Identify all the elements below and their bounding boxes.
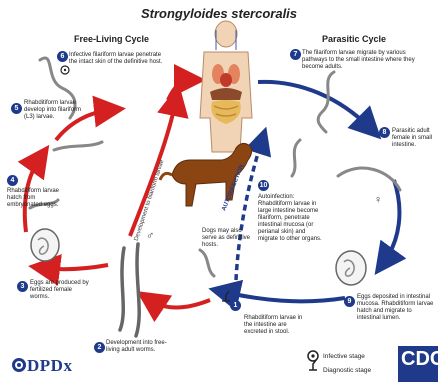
step-number-4: 4 [7, 175, 18, 186]
arrow-red-development [130, 100, 176, 236]
parasitic-cycle-label: Parasitic Cycle [322, 34, 386, 44]
larva-step-8 [338, 168, 400, 190]
male-symbol: ♂ [146, 230, 154, 242]
legend-infective-stage: Infective stage [323, 353, 365, 360]
step-number-6: 6 [57, 51, 68, 62]
step-text-10: Autoinfection: Rhabditiform larvae in la… [258, 194, 324, 243]
egg-intestinal [336, 251, 366, 285]
dpdx-logo: DPDx [12, 356, 72, 376]
step-text-5: Rhabditiform larvae develop into filarif… [24, 100, 86, 121]
step-text-3: Eggs are produced by fertilized female w… [30, 280, 92, 301]
dog-host-note: Dogs may also serve as definitive hosts. [202, 228, 252, 249]
adult-worm-male [120, 248, 124, 330]
dpdx-logo-mark [12, 358, 26, 372]
arrow-red-bottom-left [44, 265, 108, 269]
step-number-3: 3 [17, 281, 28, 292]
larva-step-5 [54, 142, 102, 150]
step-text-2: Development into free-living adult worms… [106, 340, 168, 354]
larva-step-10 [292, 140, 300, 176]
arrow-blue-bottom [224, 292, 345, 301]
step-text-9: Eggs deposited in intestinal mucosa. Rha… [357, 294, 437, 322]
step-number-10: 10 [258, 180, 269, 191]
female-symbol: ♀ [374, 194, 382, 206]
step-number-7: 7 [290, 49, 301, 60]
human-host-figure [200, 21, 252, 152]
larva-step-7 [318, 72, 334, 132]
step-number-1: 1 [230, 300, 241, 311]
cdc-logo-text: CDC [401, 348, 438, 371]
arrow-red-bottom [150, 300, 210, 308]
biohazard-icon-step6 [61, 66, 69, 74]
free-living-cycle-label: Free-Living Cycle [74, 34, 149, 44]
arrow-red-top [168, 80, 190, 100]
biohazard-icon-legend [308, 351, 318, 361]
diagram-title: Strongyloides stercoralis [0, 6, 438, 21]
step-text-7: The filariform larvae migrate by various… [302, 50, 422, 71]
arrow-blue-right [384, 180, 399, 262]
step-number-5: 5 [11, 103, 22, 114]
arrow-blue-top [258, 82, 370, 128]
larva-step-1 [200, 250, 214, 276]
step-number-8: 8 [379, 127, 390, 138]
step-number-9: 9 [344, 296, 355, 307]
adult-worm-female [136, 244, 139, 336]
step-text-4: Rhabditiform larvae hatch from embryonat… [7, 188, 69, 209]
step-number-2: 2 [94, 342, 105, 353]
step-text-6: Infective filariform larvae penetrate th… [69, 52, 169, 66]
step-text-1: Rhabditiform larvae in the intestine are… [244, 315, 310, 336]
egg-free-living [31, 229, 59, 261]
legend-diagnostic-stage: Diagnostic stage [323, 367, 371, 374]
step-text-8: Parasitic adult female in small intestin… [392, 128, 438, 149]
dpdx-logo-text: DPDx [27, 356, 72, 375]
